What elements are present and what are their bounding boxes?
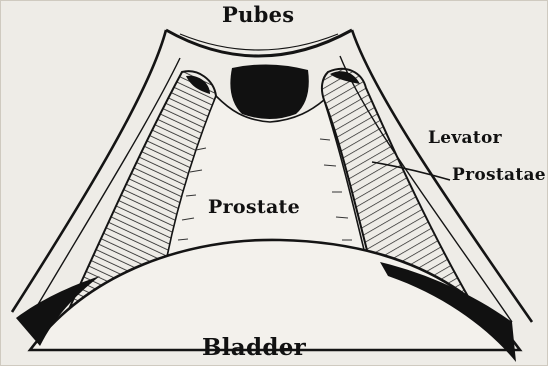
label-levator: Levator <box>428 128 502 148</box>
label-pubes: Pubes <box>222 2 294 27</box>
label-bladder: Bladder <box>202 334 306 361</box>
retropubic-space <box>230 64 308 119</box>
label-prostate: Prostate <box>208 196 300 218</box>
label-prostatae: Prostatae <box>452 165 546 185</box>
